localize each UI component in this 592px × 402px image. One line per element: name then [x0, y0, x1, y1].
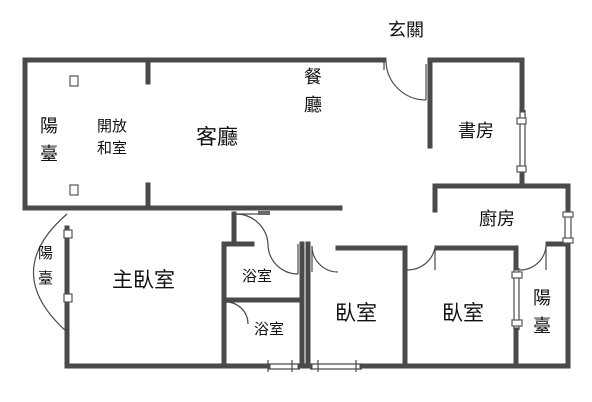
tatami-room-label: 開放 和室	[97, 117, 132, 157]
door-swings	[225, 60, 547, 325]
balcony-arc	[33, 213, 68, 333]
balcony-left-bottom-char-2: 臺	[38, 269, 53, 287]
dining-room-char-1: 餐	[304, 67, 322, 88]
balcony-right-char-2: 臺	[533, 316, 551, 337]
study-label: 書房	[458, 121, 494, 142]
balcony-left-bottom-char-1: 陽	[38, 244, 53, 262]
balcony-left-bottom-label: 陽 臺	[38, 244, 58, 287]
bathroom-upper-label: 浴室	[242, 267, 272, 285]
balcony-right-char-1: 陽	[533, 288, 551, 309]
bedroom-middle-label: 臥室	[335, 301, 377, 325]
dining-room-char-2: 廳	[304, 95, 322, 116]
kitchen-label: 廚房	[479, 208, 515, 230]
bathroom-lower-label: 浴室	[254, 320, 284, 338]
balcony-left-top-char-1: 陽	[40, 116, 58, 137]
living-room-label: 客廳	[196, 125, 238, 149]
balcony-left-top-char-2: 臺	[40, 144, 58, 165]
master-bedroom-label: 主臥室	[112, 268, 175, 292]
entrance-label: 玄關	[388, 20, 424, 41]
windows	[63, 75, 574, 372]
tatami-room-line-1: 開放	[97, 117, 127, 135]
dining-room-label: 餐 廳	[304, 67, 328, 116]
bedroom-right-label: 臥室	[442, 301, 484, 325]
balcony-left-top-label: 陽 臺	[40, 116, 64, 165]
balcony-right-label: 陽 臺	[533, 288, 557, 337]
tatami-room-line-2: 和室	[97, 139, 127, 157]
